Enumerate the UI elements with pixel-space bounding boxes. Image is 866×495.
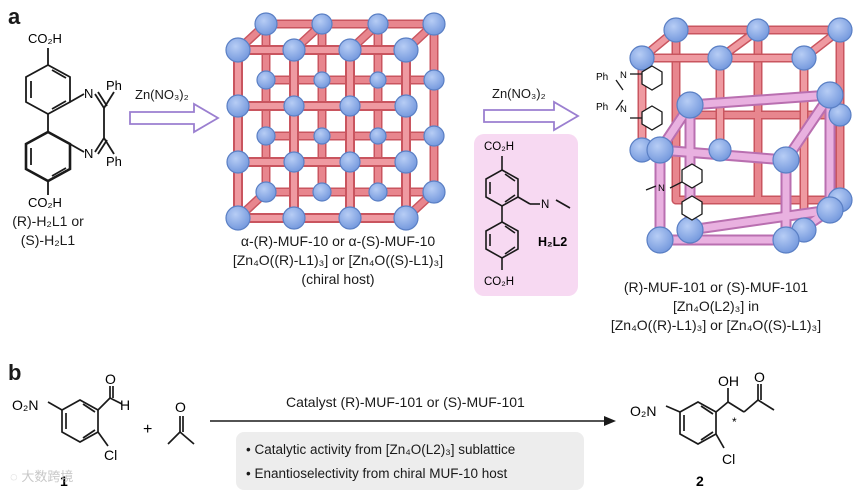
p2-cl: Cl — [722, 451, 735, 467]
arrow1-reagent: Zn(NO₃)₂ — [135, 87, 189, 102]
arrow2-reagent: Zn(NO₃)₂ — [492, 86, 546, 101]
muf101-caption: (R)-MUF-101 or (S)-MUF-101 [Zn₄O(L2)₃] i… — [600, 278, 832, 335]
l1-caption: (R)-H₂L1 or (S)-H₂L1 — [0, 212, 96, 250]
l2-n-label: N — [541, 199, 549, 211]
r1-cl: Cl — [104, 447, 117, 463]
watermark-icon: ◌ — [10, 469, 22, 484]
plus-sign: + — [143, 421, 152, 438]
l1-n-bottom: N — [84, 146, 93, 161]
note-line-2: • Enantioselectivity from chiral MUF-10 … — [246, 466, 508, 481]
l1-caption-line2: (S)-H₂L1 — [20, 232, 76, 248]
r1-no2: O₂N — [12, 397, 38, 413]
panel-a-label: a — [8, 4, 21, 29]
ligand-l2-box — [474, 134, 578, 296]
watermark: ◌ 大数跨境 — [10, 466, 73, 485]
l1-ph-bottom: Ph — [106, 154, 122, 169]
muf101-n-bottom: N — [620, 104, 627, 115]
muf101-framework: Ph Ph N N N — [596, 17, 853, 254]
muf101-ph-bottom: Ph — [596, 102, 608, 113]
watermark-text: 大数跨境 — [21, 469, 74, 484]
p2-no2: O₂N — [630, 403, 656, 419]
muf101-n-amine: N — [658, 183, 665, 194]
p2-number: 2 — [696, 473, 704, 489]
r1-number: 1 — [60, 473, 68, 489]
reactant-1-structure: O₂N O H Cl 1 + O — [12, 372, 195, 489]
ligand-l1-structure: CO₂H CO₂H N N Ph Ph — [24, 31, 122, 210]
r1-o: O — [105, 372, 116, 387]
l1-ph-top: Ph — [106, 78, 122, 93]
product-2-structure: O₂N OH O * Cl 2 — [630, 372, 775, 489]
muf10-caption-line1: α-(R)-MUF-10 or α-(S)-MUF-10 — [240, 233, 436, 249]
muf101-n-top: N — [620, 70, 627, 81]
muf101-caption-line1: (R)-MUF-101 or (S)-MUF-101 — [623, 279, 809, 295]
l2-name: H₂L2 — [538, 235, 567, 249]
l1-n-top: N — [84, 86, 93, 101]
catalyst-label: Catalyst (R)-MUF-101 or (S)-MUF-101 — [286, 394, 525, 410]
p2-oh: OH — [718, 373, 739, 389]
l1-caption-line1: (R)-H₂L1 or — [12, 213, 84, 229]
acetone-o: O — [175, 399, 186, 415]
l2-co2h-bottom: CO₂H — [484, 276, 514, 288]
p2-star: * — [732, 415, 737, 429]
ligand-l2-structure: CO₂H N CO₂H H₂L2 — [484, 141, 571, 288]
muf101-caption-line3: [Zn₄O((R)-L1)₃] or [Zn₄O((S)-L1)₃] — [610, 317, 822, 333]
note-line-1: • Catalytic activity from [Zn₄O(L2)₃] su… — [246, 442, 516, 457]
reaction-arrow — [210, 416, 616, 426]
muf10-caption: α-(R)-MUF-10 or α-(S)-MUF-10 [Zn₄O((R)-L… — [222, 232, 454, 289]
muf10-framework — [225, 12, 446, 231]
l1-co2h-top: CO₂H — [28, 31, 62, 46]
muf10-caption-line2: [Zn₄O((R)-L1)₃] or [Zn₄O((S)-L1)₃] — [232, 252, 444, 268]
muf10-caption-line3: (chiral host) — [301, 271, 375, 287]
r1-h: H — [120, 397, 130, 413]
l1-co2h-bottom: CO₂H — [28, 195, 62, 210]
arrow2 — [483, 100, 580, 132]
muf101-caption-line2: [Zn₄O(L2)₃] in — [672, 298, 760, 314]
p2-o: O — [754, 372, 765, 385]
l2-co2h-top: CO₂H — [484, 141, 514, 153]
arrow1 — [129, 102, 220, 134]
panel-b-label: b — [8, 360, 22, 385]
note-box — [236, 432, 584, 490]
muf101-ph-top: Ph — [596, 72, 608, 83]
